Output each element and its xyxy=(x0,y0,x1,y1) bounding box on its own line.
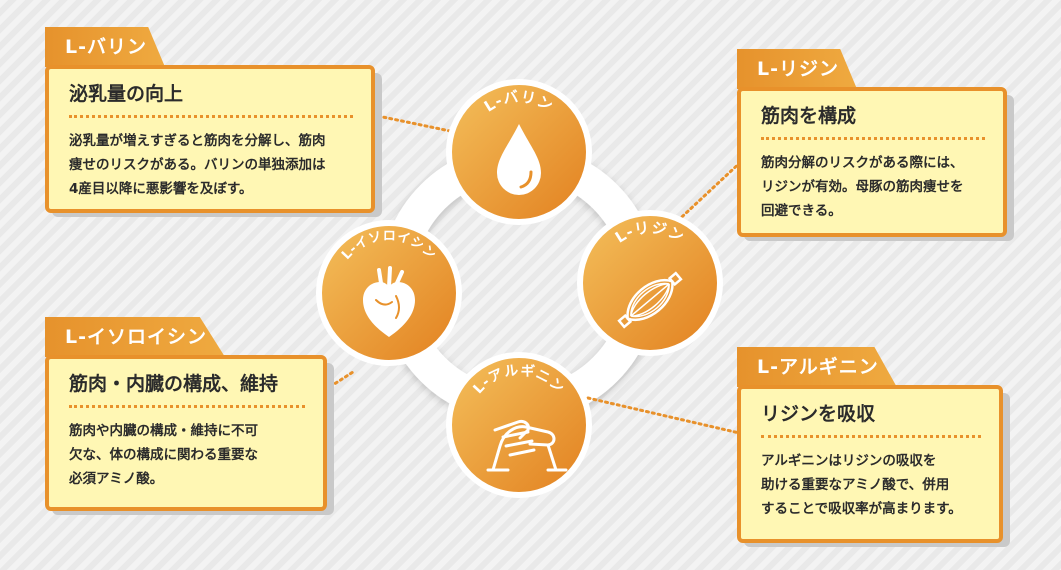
isoleucine-circle: L-イソロイシン xyxy=(316,220,462,366)
card-isoleucine-text: 筋肉や内臓の構成・維持に不可 欠な、体の構成に関わる重要な 必須アミノ酸。 xyxy=(69,423,258,487)
card-arginine-body: リジンを吸収 アルギニンはリジンの吸収を 助ける重要なアミノ酸で、併用 すること… xyxy=(737,385,1003,543)
card-valine-tab: L-バリン xyxy=(45,27,165,67)
card-lysine-text: 筋肉分解のリスクがある際には、 リジンが有効。母豚の筋肉痩せを 回避できる。 xyxy=(761,155,964,219)
card-lysine: L-リジン 筋肉を構成 筋肉分解のリスクがある際には、 リジンが有効。母豚の筋肉… xyxy=(737,49,1014,241)
card-lysine-body: 筋肉を構成 筋肉分解のリスクがある際には、 リジンが有効。母豚の筋肉痩せを 回避… xyxy=(737,87,1007,237)
connector-lysine xyxy=(668,156,747,230)
card-isoleucine-tab: L-イソロイシン xyxy=(45,317,225,357)
card-arginine-tab: L-アルギニン xyxy=(737,347,897,387)
card-lysine-tab: L-リジン xyxy=(737,49,857,89)
lysine-circle: L-リジン xyxy=(577,210,723,356)
card-arginine: L-アルギニン リジンを吸収 アルギニンはリジンの吸収を 助ける重要なアミノ酸で… xyxy=(737,347,1012,547)
muscle-icon xyxy=(617,271,683,329)
card-valine-heading: 泌乳量の向上 xyxy=(69,79,353,118)
handshake-icon xyxy=(486,420,568,472)
arginine-circle: L-アルギニン xyxy=(446,352,592,498)
card-isoleucine-heading: 筋肉・内臓の構成、維持 xyxy=(69,369,305,408)
card-lysine-heading: 筋肉を構成 xyxy=(761,101,985,140)
card-valine-text: 泌乳量が増えすぎると筋肉を分解し、筋肉 痩せのリスクがある。バリンの単独添加は … xyxy=(69,133,326,197)
card-isoleucine: L-イソロイシン 筋肉・内臓の構成、維持 筋肉や内臓の構成・維持に不可 欠な、体… xyxy=(45,317,335,515)
card-arginine-text: アルギニンはリジンの吸収を 助ける重要なアミノ酸で、併用 することで吸収率が高ま… xyxy=(761,453,962,517)
heart-icon xyxy=(363,266,415,337)
card-isoleucine-body: 筋肉・内臓の構成、維持 筋肉や内臓の構成・維持に不可 欠な、体の構成に関わる重要… xyxy=(45,355,327,511)
valine-circle: L-バリン xyxy=(446,79,592,225)
card-arginine-heading: リジンを吸収 xyxy=(761,399,981,438)
card-valine: L-バリン 泌乳量の向上 泌乳量が増えすぎると筋肉を分解し、筋肉 痩せのリスクが… xyxy=(45,27,382,217)
connector-arginine xyxy=(586,396,750,437)
connector-valine xyxy=(376,114,452,133)
card-valine-body: 泌乳量の向上 泌乳量が増えすぎると筋肉を分解し、筋肉 痩せのリスクがある。バリン… xyxy=(45,65,375,213)
